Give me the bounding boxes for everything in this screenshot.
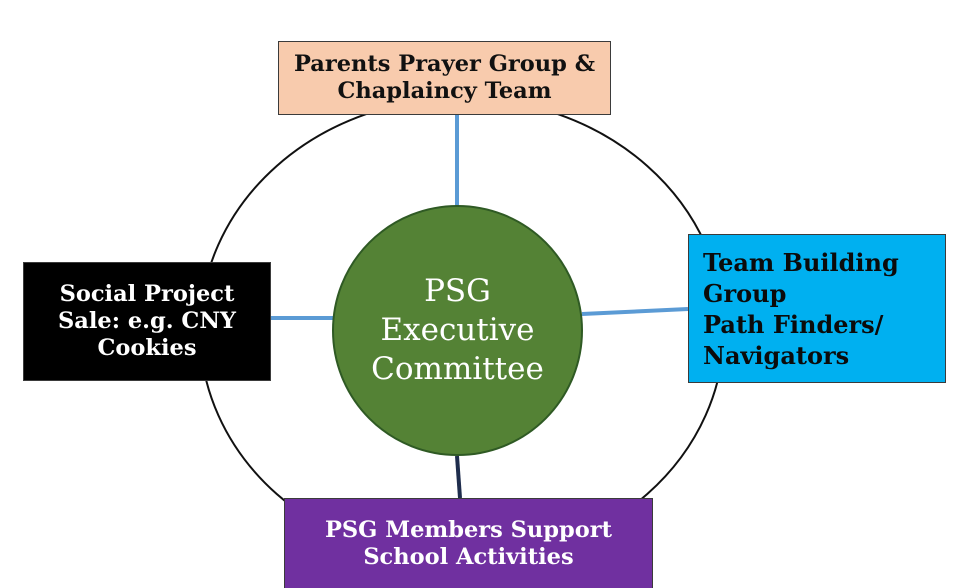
center-node-line: Executive xyxy=(380,312,535,348)
box-line: Team Building xyxy=(703,247,899,277)
box-team-building-group: Team Building Group Path Finders/ Naviga… xyxy=(688,234,946,383)
box-line: Parents Prayer Group & xyxy=(293,51,596,77)
box-social-project: Social Project Sale: e.g. CNY Cookies xyxy=(23,262,271,381)
box-parents-prayer-group: Parents Prayer Group & Chaplaincy Team xyxy=(278,41,611,115)
box-line: School Activities xyxy=(363,543,574,570)
connector-right xyxy=(581,307,689,316)
box-line: Sale: e.g. CNY xyxy=(58,308,236,334)
box-line: Social Project xyxy=(59,281,235,307)
box-psg-members-support: PSG Members Support School Activities xyxy=(284,498,653,588)
box-line: Chaplaincy Team xyxy=(337,78,552,104)
box-line: Path Finders/ xyxy=(703,309,884,339)
center-node-line: Committee xyxy=(371,351,544,387)
center-node-line: PSG xyxy=(424,273,491,309)
box-line: PSG Members Support xyxy=(325,516,612,543)
box-line: Group xyxy=(703,278,787,308)
box-line: Navigators xyxy=(703,340,850,370)
center-node-psg-executive-committee: PSG Executive Committee xyxy=(332,205,583,456)
box-line: Cookies xyxy=(97,335,197,361)
connector-bottom xyxy=(455,455,462,499)
